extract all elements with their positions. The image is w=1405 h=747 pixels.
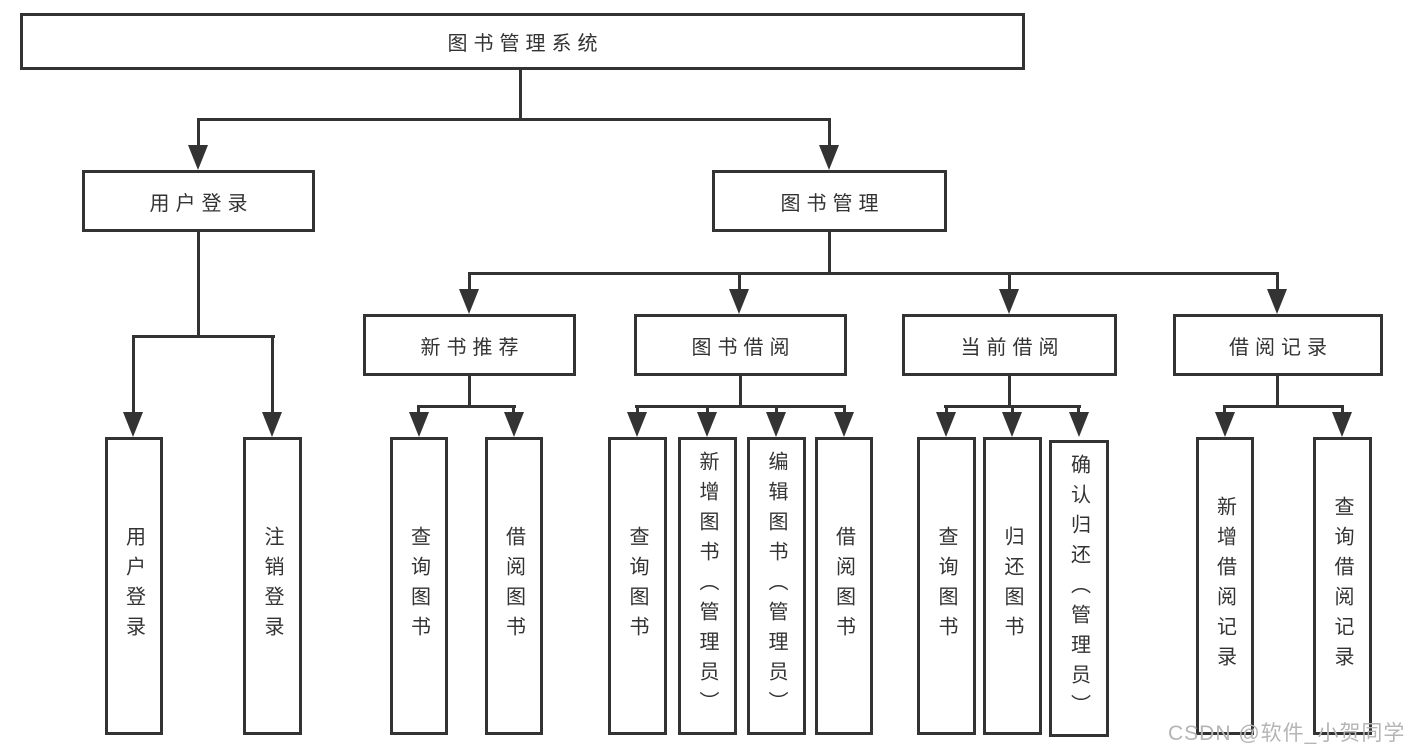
node-new-book-recommend: 新书推荐 <box>363 314 576 376</box>
connector-hline <box>132 335 275 338</box>
connector-vline <box>738 274 741 292</box>
connector-vline <box>828 232 831 274</box>
connector-vline <box>1008 376 1011 407</box>
arrowhead-icon <box>766 412 786 437</box>
leaf-user-login: 用户登录 <box>105 437 163 735</box>
connector-hline <box>635 405 846 408</box>
arrowhead-icon <box>1002 412 1022 437</box>
arrowhead-icon <box>123 412 143 437</box>
arrowhead-icon <box>504 412 524 437</box>
leaf-borrow-add-books-admin: 新增图书（管理员） <box>678 437 737 735</box>
arrowhead-icon <box>459 289 479 314</box>
leaf-record-query-borrow-record: 查询借阅记录 <box>1313 437 1372 735</box>
connector-vline <box>1011 405 1014 415</box>
connector-vline <box>706 405 709 415</box>
connector-vline <box>197 232 200 337</box>
leaf-record-add-borrow-record: 新增借阅记录 <box>1196 437 1254 735</box>
connector-vline <box>1341 405 1344 415</box>
connector-vline <box>512 405 515 415</box>
connector-vline <box>636 405 639 415</box>
connector-vline <box>1223 405 1226 415</box>
connector-vline <box>739 376 742 407</box>
arrowhead-icon <box>262 412 282 437</box>
leaf-current-return-books: 归还图书 <box>983 437 1042 735</box>
arrowhead-icon <box>729 289 749 314</box>
arrowhead-icon <box>819 145 839 170</box>
leaf-borrow-edit-books-admin: 编辑图书（管理员） <box>747 437 806 735</box>
connector-vline <box>417 405 420 415</box>
leaf-rec-query-books: 查询图书 <box>390 437 448 735</box>
connector-vline <box>843 405 846 415</box>
connector-vline <box>197 120 200 148</box>
connector-vline <box>1008 274 1011 292</box>
arrowhead-icon <box>409 412 429 437</box>
arrowhead-icon <box>1332 412 1352 437</box>
connector-vline <box>468 376 471 407</box>
connector-vline <box>1276 274 1279 292</box>
leaf-borrow-query-books: 查询图书 <box>608 437 667 735</box>
connector-vline <box>1276 376 1279 407</box>
connector-hline <box>468 272 1279 275</box>
node-library-system: 图书管理系统 <box>20 13 1025 70</box>
connector-vline <box>828 120 831 148</box>
connector-vline <box>519 70 522 120</box>
node-book-management: 图书管理 <box>712 170 947 232</box>
arrowhead-icon <box>188 145 208 170</box>
connector-vline <box>775 405 778 415</box>
arrowhead-icon <box>999 289 1019 314</box>
connector-vline <box>1077 405 1080 415</box>
leaf-logout: 注销登录 <box>243 437 302 735</box>
node-user-login: 用户登录 <box>82 170 315 232</box>
arrowhead-icon <box>1215 412 1235 437</box>
connector-hline <box>197 118 831 121</box>
connector-vline <box>271 337 274 415</box>
connector-vline <box>132 337 135 415</box>
connector-vline <box>945 405 948 415</box>
arrowhead-icon <box>936 412 956 437</box>
node-book-borrow: 图书借阅 <box>634 314 847 376</box>
leaf-borrow-borrow-books: 借阅图书 <box>815 437 873 735</box>
arrowhead-icon <box>697 412 717 437</box>
connector-vline <box>468 274 471 292</box>
arrowhead-icon <box>627 412 647 437</box>
arrowhead-icon <box>1069 412 1089 437</box>
node-borrow-records: 借阅记录 <box>1173 314 1383 376</box>
node-current-borrow: 当前借阅 <box>902 314 1117 376</box>
connector-hline <box>1223 405 1344 408</box>
connector-hline <box>417 405 516 408</box>
leaf-current-query-books: 查询图书 <box>917 437 976 735</box>
leaf-rec-borrow-books: 借阅图书 <box>485 437 543 735</box>
watermark-csdn: CSDN @软件_小贺同学 <box>1168 722 1405 745</box>
arrowhead-icon <box>834 412 854 437</box>
arrowhead-icon <box>1267 289 1287 314</box>
leaf-current-confirm-return-admin: 确认归还（管理员） <box>1049 440 1109 737</box>
